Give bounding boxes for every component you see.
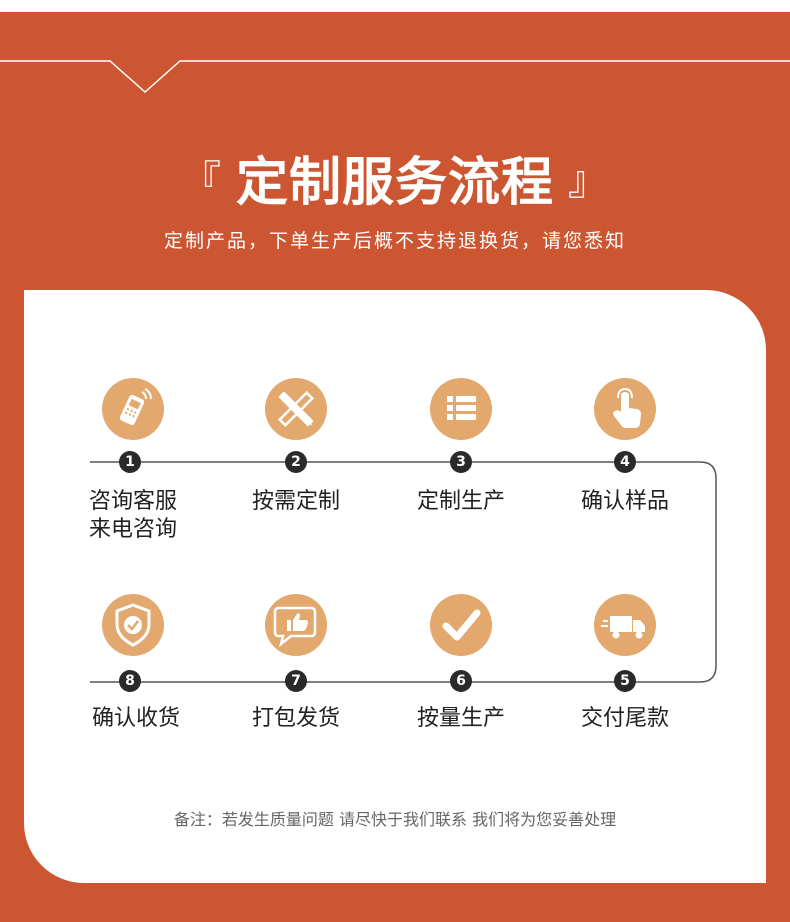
step-number-2: 2 [285,451,307,473]
step-label-6: 按量生产 [416,706,505,731]
thumbs-up-icon [265,594,327,656]
title-text: 定制服务流程 [235,153,554,213]
header-divider-line [0,60,790,94]
title-bracket-close: 』 [568,158,609,204]
list-icon [430,378,492,440]
phone-icon [102,378,164,440]
step-label-2: 按需定制 [251,489,340,514]
page-subtitle: 定制产品，下单生产后概不支持退换货，请您悉知 [163,230,626,252]
pencil-ruler-icon [265,378,327,440]
checkmark-icon [430,594,492,656]
shield-check-icon [102,594,164,656]
step-number-7: 7 [285,670,307,692]
hand-pointer-icon [594,378,656,440]
footnote: 备注：若发生质量问题 请尽快于我们联系 我们将为您妥善处理 [173,810,617,829]
step-label-3: 定制生产 [416,489,505,514]
step-number-6: 6 [450,670,472,692]
step-label-5: 交付尾款 [580,706,669,731]
step-number-1: 1 [119,451,141,473]
step-label-8: 确认收货 [91,706,180,731]
page-title: 『定制服务流程』 [0,140,790,215]
step-number-3: 3 [450,451,472,473]
step-label-1-line2: 来电咨询 [88,517,177,542]
step-number-4: 4 [614,451,636,473]
step-label-7: 打包发货 [251,706,340,731]
truck-icon [594,594,656,656]
title-bracket-open: 『 [180,158,222,204]
step-label-1: 咨询客服 来电咨询 [75,488,191,544]
step-number-8: 8 [119,670,141,692]
step-label-1-line1: 咨询客服 [88,489,177,514]
step-number-5: 5 [614,670,636,692]
step-label-4: 确认样品 [580,489,669,514]
